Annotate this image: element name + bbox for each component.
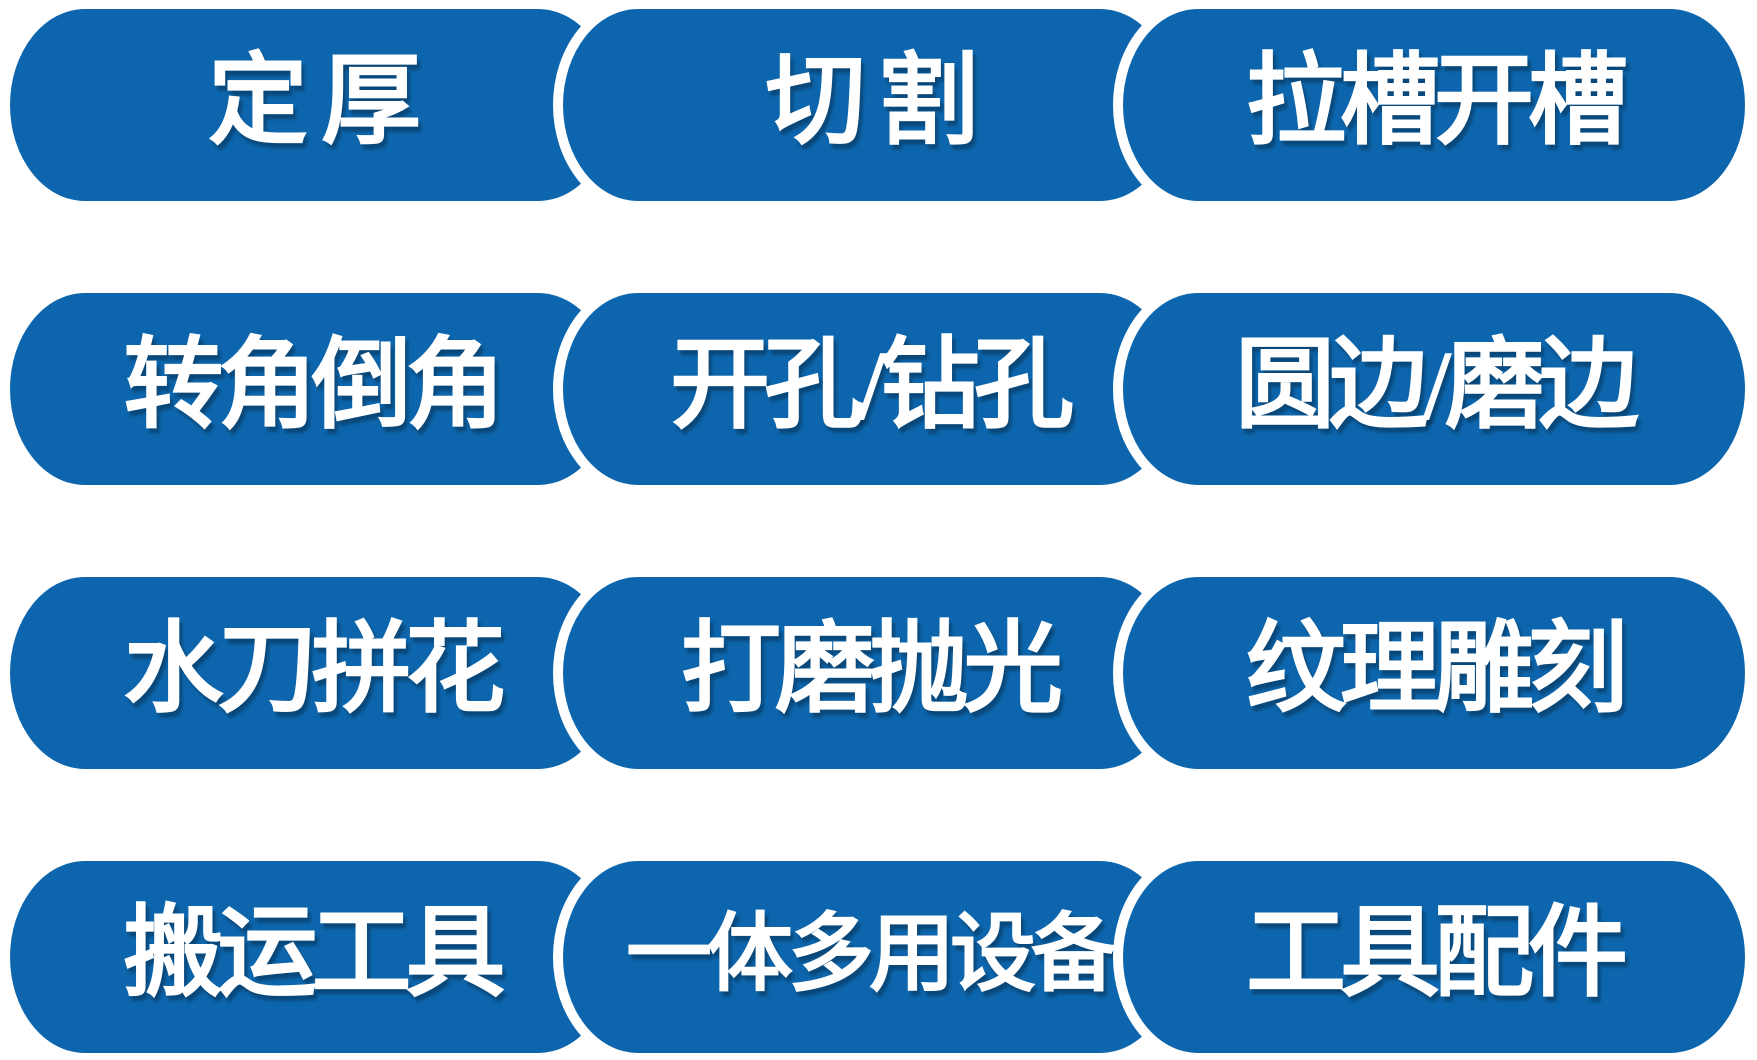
button-grinding-polishing[interactable]: 打磨抛光 (563, 577, 1175, 769)
button-row-2: 转角倒角 开孔/钻孔 圆边/磨边 (0, 293, 1757, 485)
button-corner-chamfer[interactable]: 转角倒角 (10, 293, 613, 485)
button-handling-tools-label: 搬运工具 (123, 898, 506, 1009)
button-slotting-grooving-label: 拉槽开槽 (1246, 46, 1628, 157)
button-texture-carving[interactable]: 纹理雕刻 (1123, 577, 1745, 769)
button-handling-tools[interactable]: 搬运工具 (10, 861, 613, 1053)
button-row-3: 水刀拼花 打磨抛光 纹理雕刻 (0, 577, 1757, 769)
button-row-1: 定 厚 切 割 拉槽开槽 (0, 9, 1757, 201)
button-round-edge-grinding-label: 圆边/磨边 (1235, 330, 1639, 441)
button-tool-accessories-label: 工具配件 (1246, 898, 1628, 1009)
button-cutting-label: 切 割 (765, 46, 979, 157)
button-waterjet-mosaic-label: 水刀拼花 (123, 614, 506, 725)
button-multi-use-equipment-label: 一体多用设备 (626, 906, 1117, 1002)
button-texture-carving-label: 纹理雕刻 (1246, 614, 1628, 725)
button-thicknessing-label: 定 厚 (208, 46, 421, 157)
button-row-4: 搬运工具 一体多用设备 工具配件 (0, 861, 1757, 1053)
button-waterjet-mosaic[interactable]: 水刀拼花 (10, 577, 613, 769)
button-cutting[interactable]: 切 割 (563, 9, 1175, 201)
button-corner-chamfer-label: 转角倒角 (123, 330, 506, 441)
button-hole-drilling[interactable]: 开孔/钻孔 (563, 293, 1175, 485)
button-tool-accessories[interactable]: 工具配件 (1123, 861, 1745, 1053)
button-round-edge-grinding[interactable]: 圆边/磨边 (1123, 293, 1745, 485)
button-grinding-polishing-label: 打磨抛光 (681, 614, 1063, 725)
button-hole-drilling-label: 开孔/钻孔 (670, 330, 1074, 441)
button-slotting-grooving[interactable]: 拉槽开槽 (1123, 9, 1745, 201)
button-thicknessing[interactable]: 定 厚 (10, 9, 613, 201)
button-multi-use-equipment[interactable]: 一体多用设备 (563, 861, 1175, 1053)
